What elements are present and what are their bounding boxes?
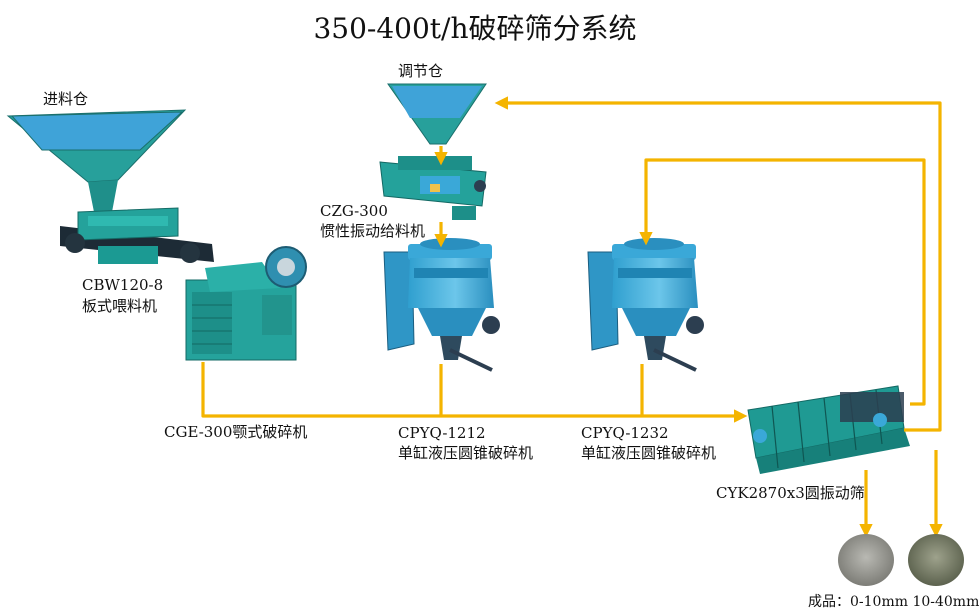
apron-feeder <box>60 207 214 264</box>
jaw-crusher <box>185 246 307 361</box>
diagram-title: 350-400t/h破碎筛分系统 <box>313 12 636 45</box>
feed-bin-label: 进料仓 <box>43 90 88 108</box>
product-label: 成品：0-10mm 10-40mm <box>808 594 979 610</box>
jaw-crusher-label: CGE-300颚式破碎机 <box>164 423 307 441</box>
flow-jaw-to-screen <box>201 362 748 423</box>
cone-crusher-2-model: CPYQ-1232 <box>581 424 669 442</box>
cone-crusher-1-model: CPYQ-1212 <box>398 424 486 442</box>
cone-crusher-1 <box>383 238 500 372</box>
vibrating-feeder-model: CZG-300 <box>320 202 388 220</box>
cone-crusher-2 <box>587 238 704 372</box>
product-pile-coarse <box>908 534 964 586</box>
flow-return-surge <box>494 96 942 432</box>
cone-crusher-2-name: 单缸液压圆锥破碎机 <box>581 444 716 462</box>
vibrating-screen-label: CYK2870x3圆振动筛 <box>716 484 865 502</box>
flow-lines <box>201 96 943 538</box>
flow-return-cone2 <box>639 158 926 406</box>
cone-crusher-1-name: 单缸液压圆锥破碎机 <box>398 444 533 462</box>
vibrating-feeder-name: 惯性振动给料机 <box>320 222 425 240</box>
surge-bin <box>387 83 487 145</box>
feed-bin <box>6 109 187 212</box>
apron-feeder-model: CBW120-8 <box>82 276 163 294</box>
surge-bin-label: 调节仓 <box>398 62 443 80</box>
product-piles <box>838 534 964 586</box>
product-pile-fine <box>838 534 894 586</box>
vibrating-screen <box>747 385 910 474</box>
vibrating-feeder <box>379 156 487 220</box>
apron-feeder-name: 板式喂料机 <box>82 297 157 315</box>
